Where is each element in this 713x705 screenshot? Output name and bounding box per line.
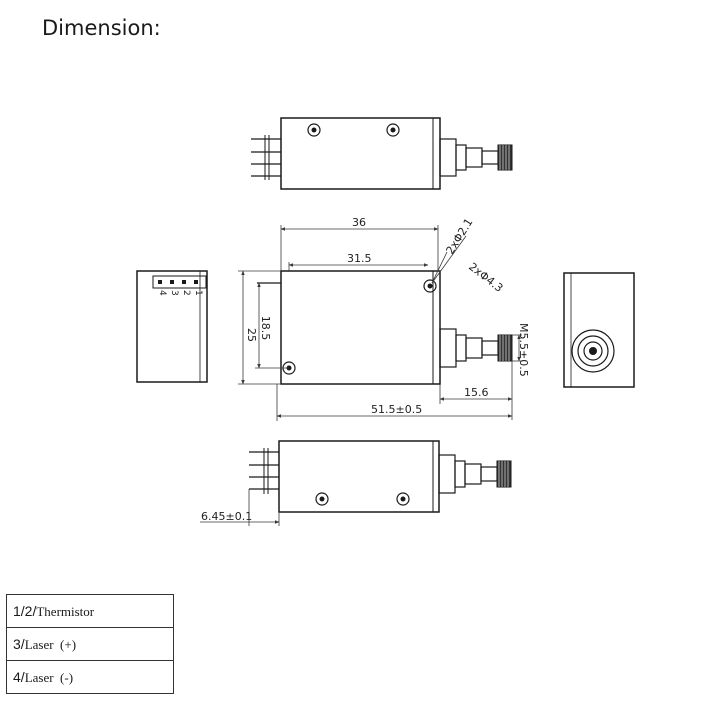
bottom-view-screw-left	[315, 492, 329, 506]
table-row: 4/Laser (-)	[6, 660, 174, 694]
dim-25: 25	[245, 328, 258, 342]
front-view-mount-hole-top	[423, 279, 437, 293]
top-view-pins	[251, 135, 281, 180]
table-cell: 1/2/Thermistor	[6, 594, 174, 628]
top-view-body	[280, 117, 441, 190]
dim-2x-phi-4-3: 2xΦ4.3	[466, 260, 505, 295]
bottom-view-pins	[249, 448, 279, 494]
bottom-view-connector	[438, 454, 512, 494]
left-end-view: 1 2 3 4	[136, 270, 208, 383]
top-view	[251, 117, 513, 190]
pin-number: 3/	[13, 635, 25, 652]
dim-31-5: 31.5	[347, 252, 372, 265]
pin-number-2: 2	[181, 290, 191, 296]
bottom-view: 6.45±0.1	[200, 440, 512, 526]
pin-function: Laser (-)	[24, 669, 74, 685]
table-cell: 4/Laser (-)	[6, 660, 174, 694]
pin-table: 1/2/Thermistor 3/Laser (+) 4/Laser (-)	[6, 594, 174, 694]
pin-number: 1/2/	[13, 602, 37, 619]
pin-function: Laser (+)	[24, 636, 77, 652]
dimension-drawing: 1 2 3 4 36 31.5	[136, 117, 635, 526]
right-end-body	[563, 272, 635, 388]
pin-number: 4/	[13, 668, 25, 685]
dim-2x-phi-2-1: 2xΦ2.1	[444, 216, 476, 257]
dim-6-45: 6.45±0.1	[201, 510, 252, 523]
pin-header	[152, 275, 207, 289]
bottom-view-body	[278, 440, 440, 513]
pin-number-3: 3	[169, 290, 179, 296]
right-end-view	[563, 272, 635, 388]
dim-51-5: 51.5±0.5	[371, 403, 422, 416]
connector-ferrule	[589, 347, 597, 355]
top-view-screw-left	[307, 123, 321, 137]
dim-m5-5: M5.5±0.5	[517, 323, 530, 377]
dim-18-5: 18.5	[259, 316, 272, 341]
bottom-view-screw-right	[396, 492, 410, 506]
table-row: 3/Laser (+)	[6, 627, 174, 661]
front-view-body	[280, 270, 441, 385]
pin-number-4: 4	[157, 290, 167, 296]
dim-36: 36	[352, 216, 366, 229]
top-view-connector	[439, 138, 513, 177]
left-end-body	[136, 270, 208, 383]
table-cell: 3/Laser (+)	[6, 627, 174, 661]
dim-15-6: 15.6	[464, 386, 489, 399]
top-view-screw-right	[386, 123, 400, 137]
connector-outer-ring	[571, 329, 615, 373]
front-view: 36 31.5 2xΦ2.1 2xΦ4.3 25 18.5 M5.5±0.5 1…	[238, 216, 530, 421]
table-row: 1/2/Thermistor	[6, 594, 174, 628]
pin-number-1: 1	[193, 290, 203, 296]
pin-function: Thermistor	[36, 603, 95, 619]
front-view-connector	[439, 328, 513, 368]
page-title: Dimension:	[42, 16, 161, 40]
